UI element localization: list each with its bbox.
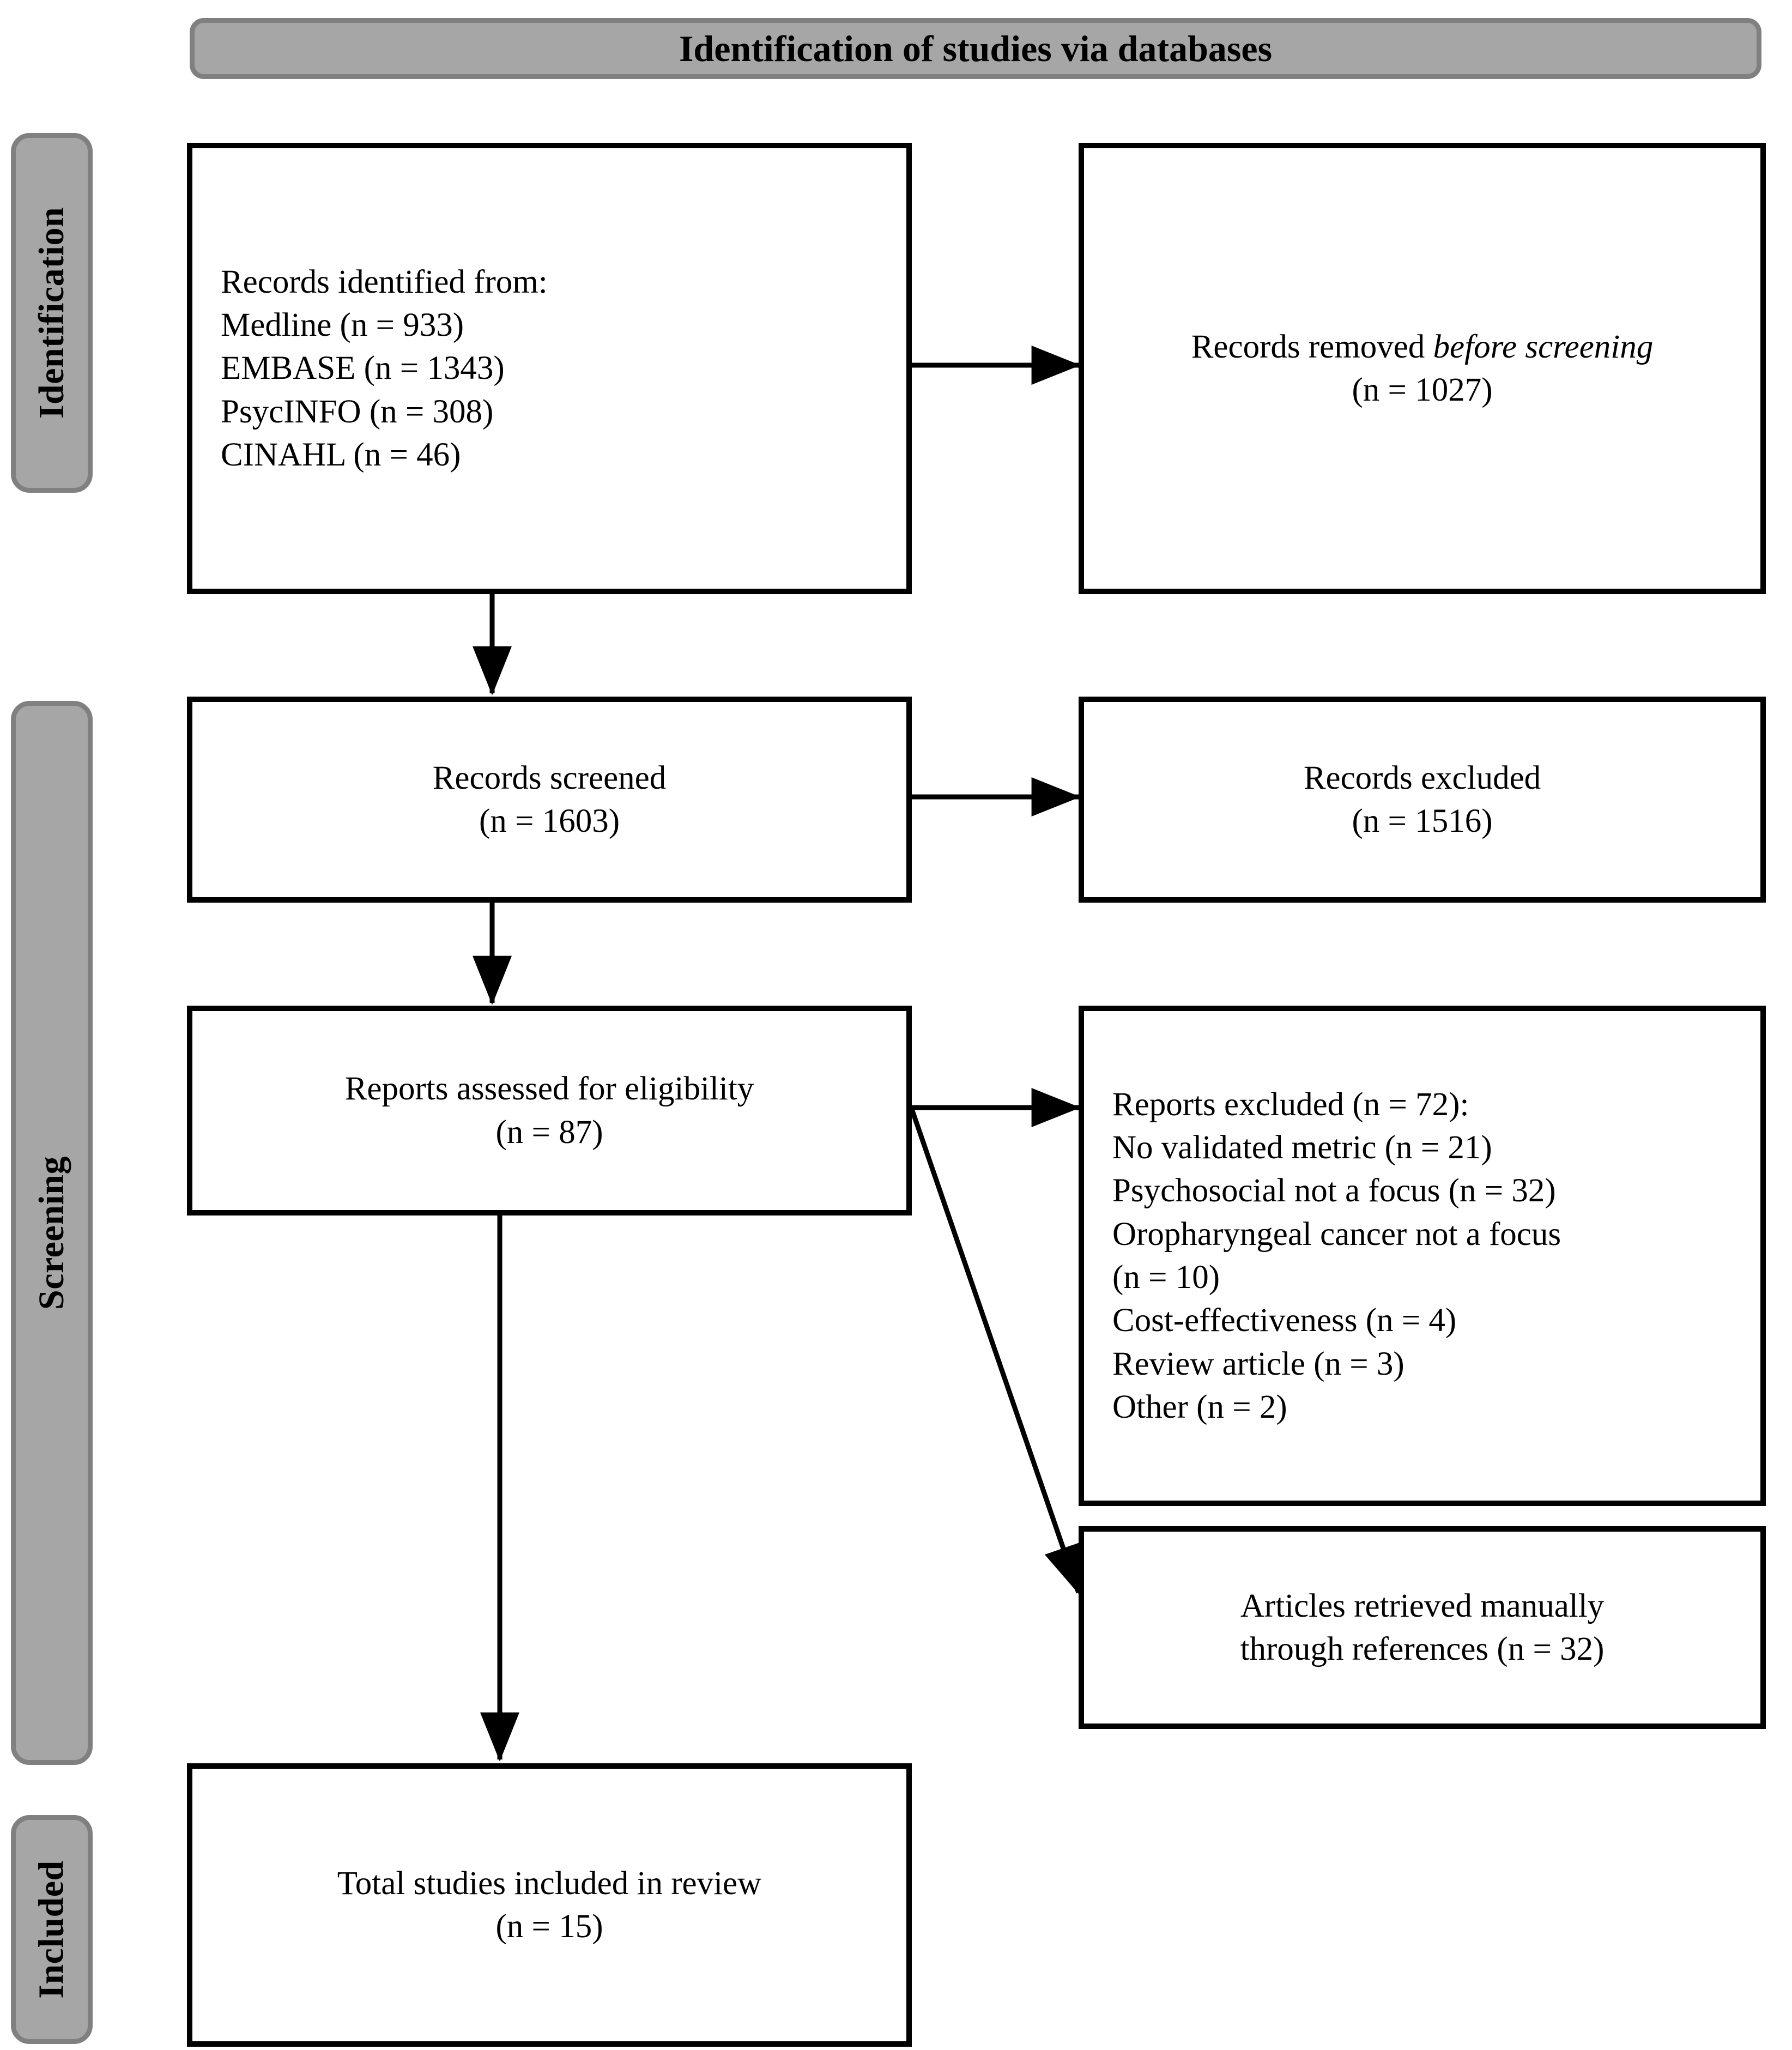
exclusion-reason-oropharyngeal-count: (n = 10) (1112, 1259, 1220, 1296)
stage-label-included: Included (32, 1860, 71, 1999)
arrow-assessed-to-manual-retrieval (909, 1106, 1082, 1595)
box-records-excluded: Records excluded (n = 1516) (1079, 697, 1766, 903)
records-identified-heading: Records identified from: (221, 263, 548, 300)
box-records-removed: Records removed before screening (n = 10… (1079, 143, 1766, 594)
exclusion-reason-other: Other (n = 2) (1112, 1388, 1287, 1425)
reports-assessed-label: Reports assessed for eligibility (344, 1071, 754, 1108)
source-medline: Medline (n = 933) (221, 307, 464, 344)
exclusion-reason-oropharyngeal-not-focus: Oropharyngeal cancer not a focus (1112, 1216, 1561, 1253)
records-excluded-count: (n = 1516) (1352, 803, 1493, 839)
stage-pill-identification: Identification (11, 133, 93, 493)
records-removed-count: (n = 1027) (1352, 372, 1493, 408)
records-excluded-label: Records excluded (1303, 759, 1541, 796)
records-screened-label: Records screened (432, 759, 667, 796)
box-records-screened: Records screened (n = 1603) (187, 697, 912, 903)
stage-label-screening: Screening (32, 1156, 72, 1310)
banner-title: Identification of studies via databases (679, 27, 1273, 69)
box-reports-assessed: Reports assessed for eligibility (n = 87… (187, 1006, 912, 1216)
reports-assessed-count: (n = 87) (495, 1114, 603, 1151)
articles-manual-line1: Articles retrieved manually (1240, 1587, 1605, 1624)
records-screened-count: (n = 1603) (479, 803, 620, 839)
source-cinahl: CINAHL (n = 46) (221, 436, 461, 473)
diagram-header-banner: Identification of studies via databases (190, 18, 1761, 79)
records-removed-line1: Records removed before screening (1163, 325, 1682, 368)
exclusion-reason-psychosocial-not-focus: Psychosocial not a focus (n = 32) (1112, 1172, 1556, 1210)
box-reports-excluded: Reports excluded (n = 72): No validated … (1079, 1006, 1766, 1506)
stage-pill-screening: Screening (11, 701, 93, 1765)
box-total-included: Total studies included in review (n = 15… (187, 1763, 912, 2047)
box-records-identified: Records identified from: Medline (n = 93… (187, 143, 912, 594)
total-included-count: (n = 15) (495, 1908, 603, 1945)
total-included-label: Total studies included in review (337, 1865, 762, 1902)
exclusion-reason-no-validated-metric: No validated metric (n = 21) (1112, 1129, 1492, 1166)
reports-excluded-heading: Reports excluded (n = 72): (1112, 1086, 1469, 1123)
stage-pill-included: Included (11, 1815, 93, 2044)
records-removed-italic: before screening (1433, 328, 1654, 365)
articles-manual-line2: through references (n = 32) (1240, 1631, 1605, 1667)
source-psycinfo: PsycINFO (n = 308) (221, 393, 494, 430)
source-embase: EMBASE (n = 1343) (221, 350, 505, 387)
exclusion-reason-cost-effectiveness: Cost-effectiveness (n = 4) (1112, 1302, 1457, 1339)
exclusion-reason-review-article: Review article (n = 3) (1112, 1345, 1404, 1382)
records-removed-plain: Records removed (1191, 328, 1433, 365)
stage-label-identification: Identification (32, 207, 71, 419)
box-articles-retrieved-manually: Articles retrieved manually through refe… (1079, 1526, 1766, 1729)
